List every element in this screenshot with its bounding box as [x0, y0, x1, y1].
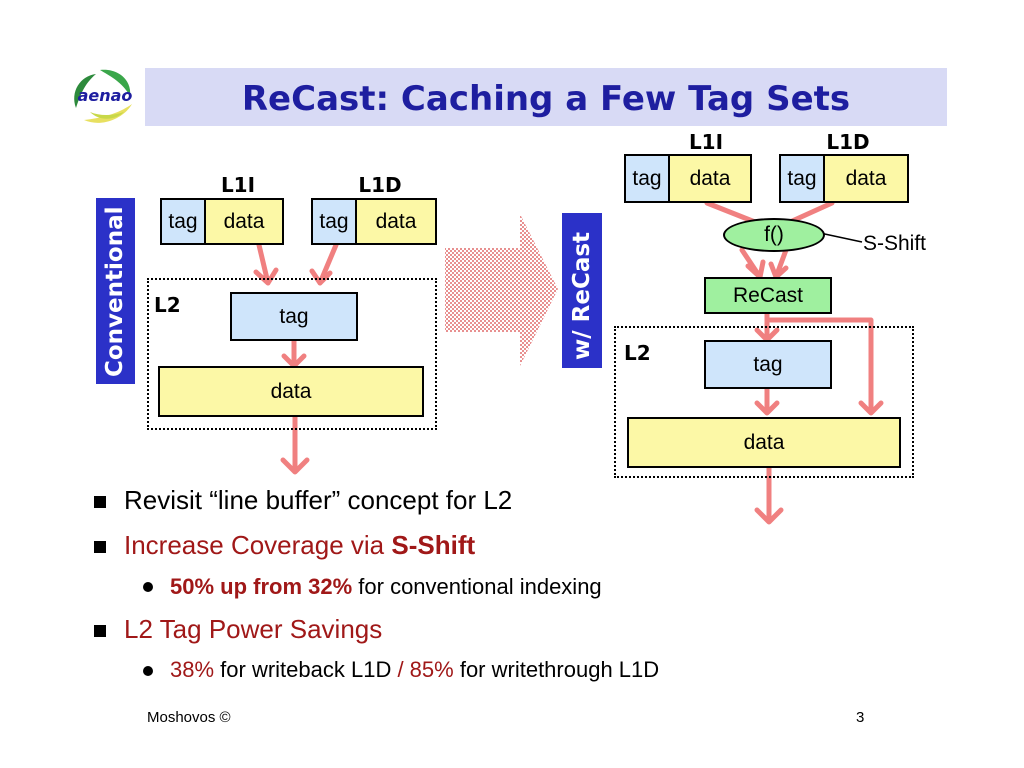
sub-bullet-2-rest: for conventional indexing — [352, 574, 602, 599]
bullet-2-prefix: Increase Coverage via — [124, 530, 392, 560]
recast-label: w/ ReCast — [569, 231, 595, 360]
bullet-2: Increase Coverage via S-Shift — [124, 530, 475, 561]
recast-box: ReCast — [704, 277, 832, 314]
sub-bullet-marker-3 — [143, 666, 153, 676]
arrow-data-out — [280, 414, 310, 475]
aenao-logo: aenao — [70, 68, 140, 128]
sub-bullet-3-a: 38% — [170, 657, 215, 682]
s-shift-note: S-Shift — [863, 232, 927, 255]
sub-bullet-3-b: for writeback L1D — [214, 657, 398, 682]
sub-bullet-marker-2 — [143, 582, 153, 592]
title-bar — [145, 68, 947, 126]
recast-label-box — [562, 213, 602, 368]
right-l1d-tag: tag — [779, 154, 825, 203]
bullet-marker-3 — [94, 625, 106, 637]
right-l2-data: data — [627, 417, 901, 468]
left-l1d-tag: tag — [311, 198, 357, 245]
left-l2-tag: tag — [230, 292, 358, 341]
left-l2-data: data — [158, 366, 424, 417]
sub-bullet-2-bold: 50% up from 32% — [170, 574, 353, 599]
left-l1i-tag: tag — [160, 198, 206, 245]
left-l1i-header: L1I — [220, 173, 256, 197]
footer-author: Moshovos © — [147, 709, 231, 726]
bullet-1: Revisit “line buffer” concept for L2 — [124, 485, 513, 515]
arrow-bypass — [767, 317, 884, 416]
arrow-l1i-to-tag — [253, 242, 279, 286]
right-l1i-tag: tag — [624, 154, 670, 203]
transition-arrow — [445, 214, 558, 366]
sub-bullet-3-c: / 85% — [397, 657, 454, 682]
bullet-3: L2 Tag Power Savings — [124, 614, 383, 644]
right-l1i-header: L1I — [688, 130, 724, 154]
bullet-2-bold: S-Shift — [391, 530, 476, 560]
conventional-label: Conventional — [102, 206, 128, 377]
right-l1d-data: data — [823, 154, 909, 203]
logo-text: aenao — [77, 86, 133, 105]
right-l1i-data: data — [668, 154, 752, 203]
page-number: 3 — [856, 709, 865, 726]
left-l2-region — [147, 278, 437, 430]
right-l2-label: L2 — [624, 341, 651, 365]
right-l2-tag: tag — [704, 340, 832, 389]
bullet-marker-1 — [94, 496, 106, 508]
left-l1d-header: L1D — [358, 173, 402, 197]
right-l1d-header: L1D — [826, 130, 870, 154]
left-l1d-data: data — [355, 198, 437, 245]
left-l2-label: L2 — [154, 293, 181, 317]
arrow-l1d-to-tag — [309, 242, 339, 286]
sub-bullet-3: 38% for writeback L1D / 85% for writethr… — [170, 657, 659, 683]
arrow-l1i-to-f — [704, 200, 758, 225]
left-l1i-data: data — [204, 198, 284, 245]
arrow-f-to-recast-b — [768, 247, 789, 280]
right-l2-region — [614, 326, 914, 478]
sub-bullet-2: 50% up from 32% for conventional indexin… — [170, 574, 602, 600]
logo-graphic — [74, 69, 132, 123]
bullet-marker-2 — [94, 541, 106, 553]
slide-title: ReCast: Caching a Few Tag Sets — [241, 79, 851, 119]
arrow-tag-to-data-r — [754, 386, 780, 416]
func-ellipse: f() — [723, 218, 825, 252]
conventional-label-box — [96, 198, 135, 384]
sub-bullet-3-d: for writethrough L1D — [453, 657, 660, 682]
arrow-f-to-recast-a — [739, 247, 766, 280]
